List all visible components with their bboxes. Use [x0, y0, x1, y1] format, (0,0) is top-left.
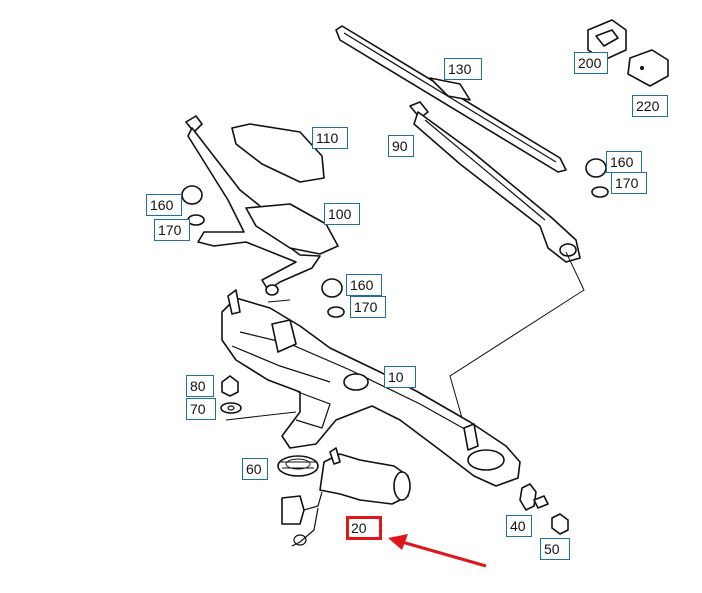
callout-70[interactable]: 70	[186, 398, 216, 420]
bolt-part-40	[519, 483, 549, 511]
callout-130[interactable]: 130	[444, 58, 482, 80]
nut-part-50	[551, 513, 569, 535]
callout-170-left[interactable]: 170	[154, 219, 190, 241]
callout-40[interactable]: 40	[506, 515, 532, 537]
callout-160-right[interactable]: 160	[606, 151, 642, 173]
callout-50[interactable]: 50	[540, 538, 570, 560]
callout-200[interactable]: 200	[574, 52, 608, 74]
nut-part-160-right	[585, 158, 609, 198]
callout-90[interactable]: 90	[388, 135, 414, 157]
linkage-frame-part-10	[221, 289, 521, 487]
wiper-arm-part-90	[409, 101, 581, 263]
callout-100[interactable]: 100	[324, 203, 360, 225]
wiper-motor-part-20	[281, 447, 411, 547]
callout-170-center[interactable]: 170	[350, 296, 386, 318]
wiper-arm-part-100	[185, 115, 339, 296]
callout-80[interactable]: 80	[186, 375, 214, 397]
callout-170-right[interactable]: 170	[611, 172, 647, 194]
cover-part-220	[627, 49, 669, 87]
wiper-blade-part-130	[335, 25, 567, 173]
callout-60[interactable]: 60	[242, 458, 268, 480]
callout-20-highlighted[interactable]: 20	[346, 516, 382, 540]
callout-110[interactable]: 110	[312, 127, 348, 149]
callout-220[interactable]: 220	[632, 95, 668, 117]
washer-part-70	[220, 402, 242, 414]
cap-part-200	[587, 19, 627, 61]
highlight-arrow	[388, 534, 487, 568]
seal-part-60	[277, 455, 319, 477]
callout-10[interactable]: 10	[384, 366, 416, 388]
callout-160-left[interactable]: 160	[146, 194, 182, 216]
nut-part-160-center	[321, 278, 345, 318]
callout-160-center[interactable]: 160	[346, 274, 382, 296]
nut-part-80	[221, 375, 239, 397]
